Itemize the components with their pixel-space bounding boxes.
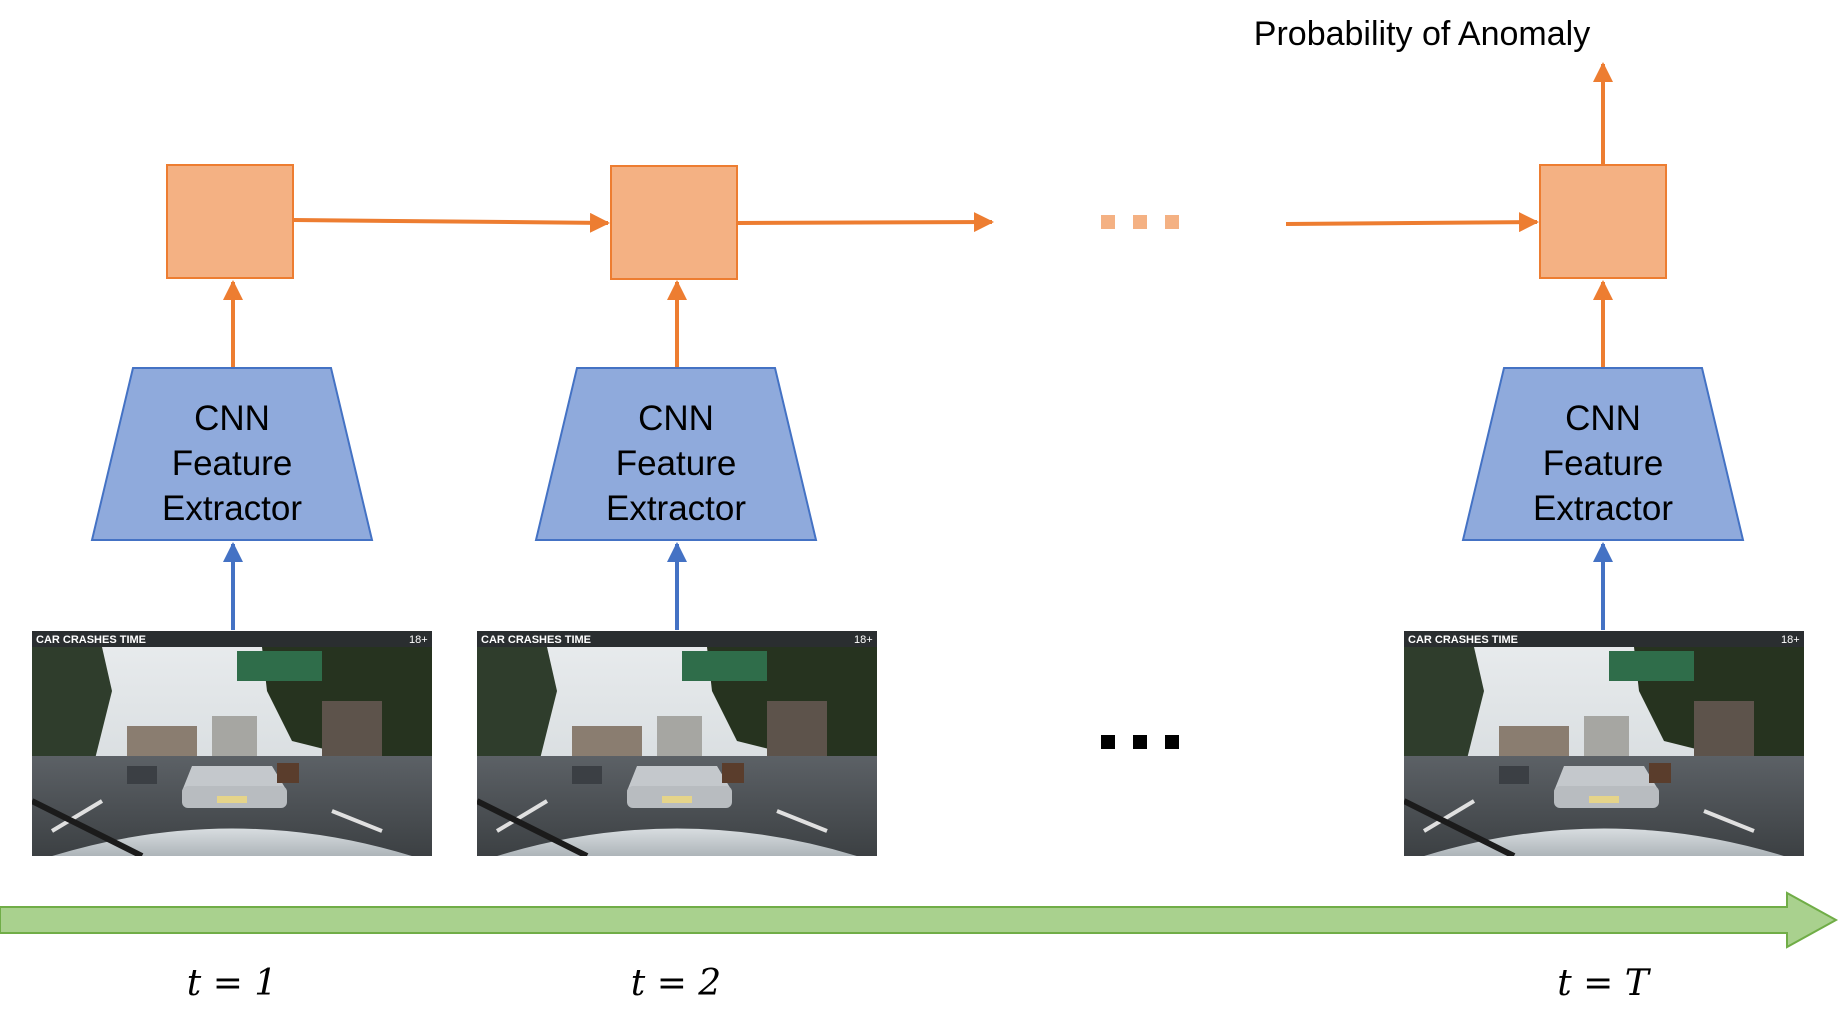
recurrent-cell-2 — [610, 165, 738, 280]
frame-watermark: CAR CRASHES TIME — [36, 634, 146, 646]
cnn-extractor-2: CNN Feature Extractor — [534, 367, 818, 541]
cnn-label-line: Extractor — [606, 489, 746, 528]
hidden-state-arrow-1-2 — [292, 212, 610, 233]
cnn-label-line: CNN — [194, 399, 270, 438]
frame-text-overlays: CAR CRASHES TIME 18+ CAR CRASHES TIME 18… — [36, 634, 1800, 646]
time-label-2: t = 2 — [631, 963, 721, 1004]
cnn-extractor-T: CNN Feature Extractor — [1461, 367, 1745, 541]
timeline-arrow — [0, 891, 1839, 949]
frame-watermark: CAR CRASHES TIME — [1408, 634, 1518, 646]
time-label-1: t = 1 — [187, 963, 277, 1004]
hidden-state-arrow-2-out — [736, 212, 994, 233]
frame-badge: 18+ — [1781, 634, 1800, 646]
cnn-extractor-1: CNN Feature Extractor — [90, 367, 374, 541]
time-label-T: t = T — [1557, 963, 1652, 1004]
recurrent-cell-T — [1539, 164, 1667, 279]
probability-of-anomaly-label: Probability of Anomaly — [1254, 15, 1590, 53]
video-frame-1 — [22, 631, 442, 866]
cnn-label-line: CNN — [638, 399, 714, 438]
cnn-label-line: Extractor — [162, 489, 302, 528]
cnn-label-line: Extractor — [1533, 489, 1673, 528]
frame-ellipsis — [1101, 735, 1179, 749]
frame-watermark: CAR CRASHES TIME — [481, 634, 591, 646]
cnn-label-line: Feature — [1543, 444, 1664, 483]
cnn-label-line: Feature — [616, 444, 737, 483]
cnn-label-line: Feature — [172, 444, 293, 483]
recurrent-cell-1 — [166, 164, 294, 279]
frame-badge: 18+ — [854, 634, 873, 646]
hidden-state-arrow-in-T — [1285, 212, 1539, 233]
top-ellipsis — [1101, 215, 1179, 229]
video-frame-2 — [467, 631, 887, 866]
video-frame-T — [1394, 631, 1814, 866]
cnn-label-line: CNN — [1565, 399, 1641, 438]
frame-badge: 18+ — [409, 634, 428, 646]
